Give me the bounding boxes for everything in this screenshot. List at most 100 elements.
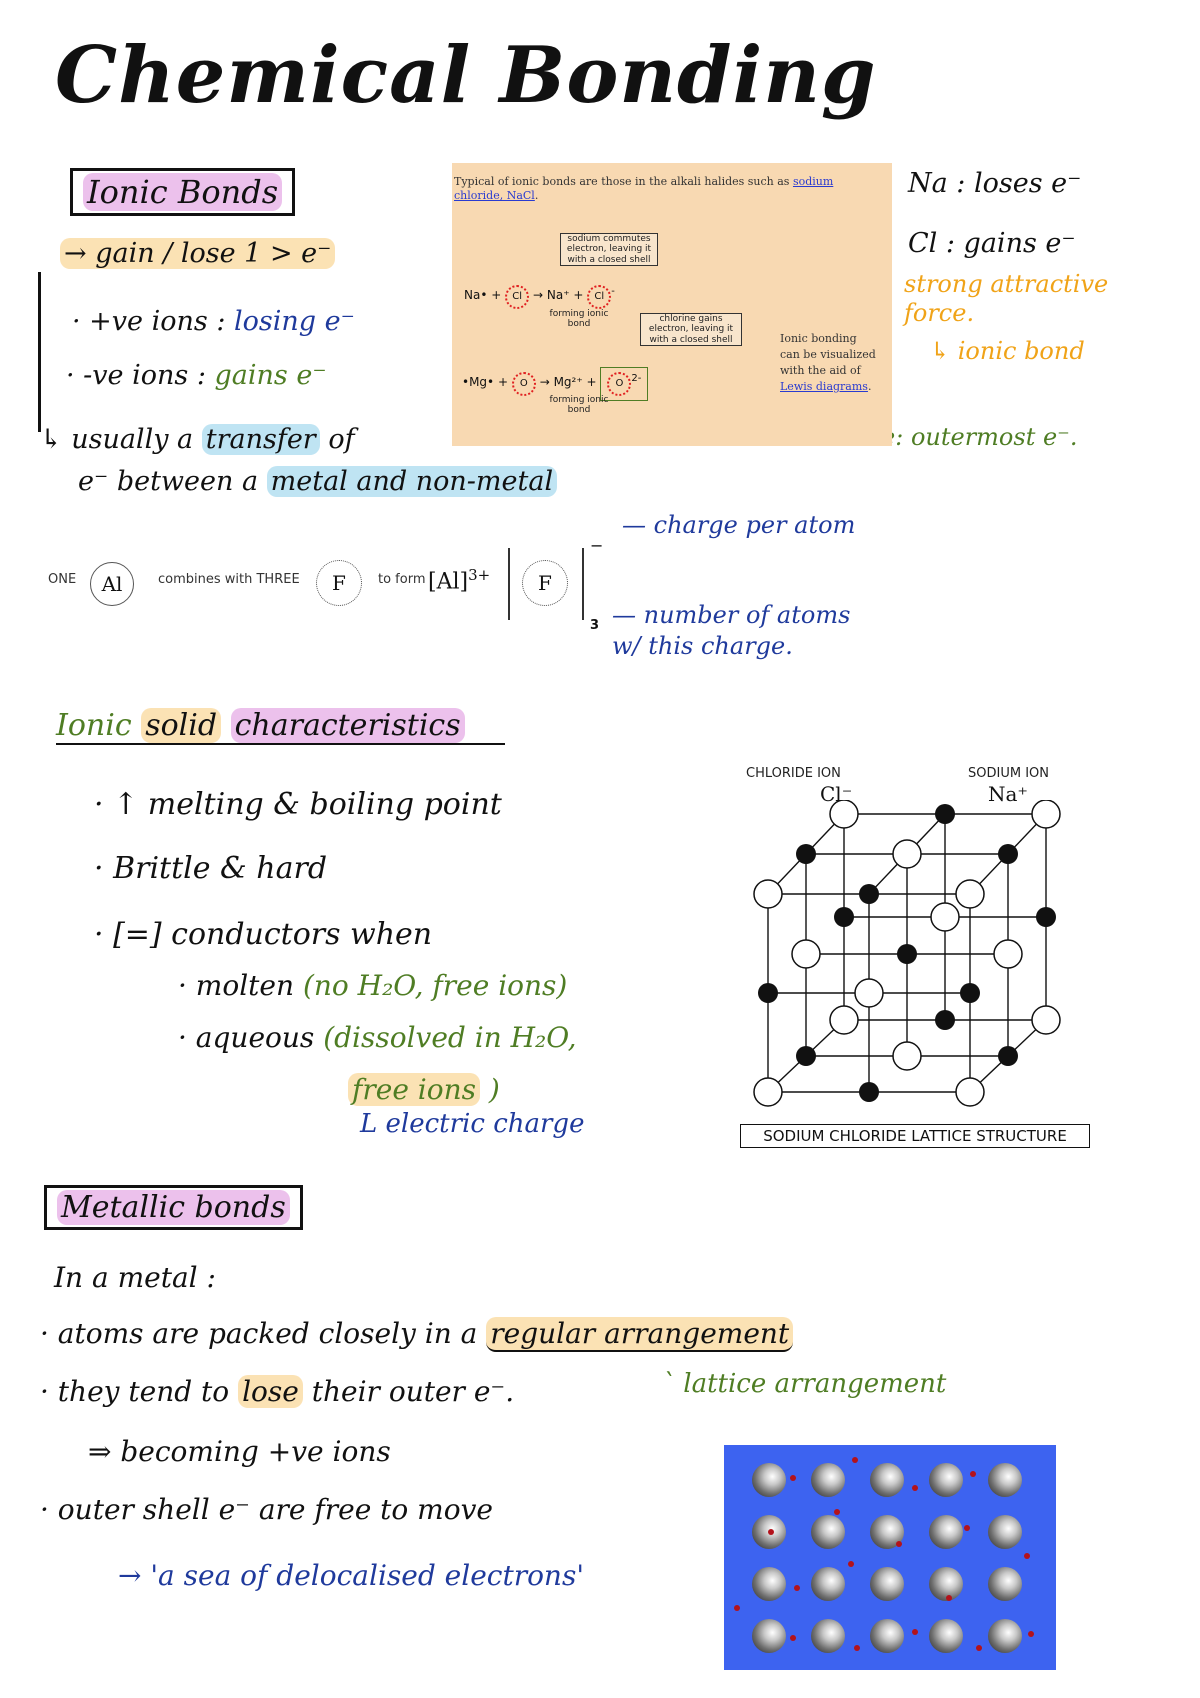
metal-ion bbox=[811, 1567, 845, 1601]
becoming-ions-item: ⇒ becoming +ve ions bbox=[88, 1435, 391, 1468]
in-a-metal: In a metal : bbox=[54, 1261, 216, 1294]
mg-atom: •Mg• bbox=[462, 375, 495, 389]
plus-sign: + bbox=[586, 375, 597, 389]
sodium-note-box: sodium commutes electron, leaving it wit… bbox=[560, 233, 658, 267]
electron bbox=[768, 1529, 774, 1535]
negative-ions-note: · -ve ions : gains e⁻ bbox=[66, 360, 327, 391]
molten-item: · molten (no H₂O, free ions) bbox=[178, 969, 568, 1002]
strong-force-note: strong attractive force. bbox=[904, 270, 1109, 327]
gain-lose-note: → gain / lose 1 > e⁻ bbox=[60, 238, 336, 269]
regular-arrangement: regular arrangement bbox=[486, 1317, 794, 1352]
cl-atom: Cl bbox=[505, 285, 530, 309]
lattice-caption: SODIUM CHLORIDE LATTICE STRUCTURE bbox=[740, 1124, 1090, 1148]
free-ions-text: free ions bbox=[348, 1073, 481, 1106]
metallic-bonds-heading-text: Metallic bonds bbox=[57, 1190, 290, 1225]
nacl-equation: Na• + Cl → Na⁺ + Cl- bbox=[464, 285, 615, 309]
lewis-side-note: Ionic bonding can be visualized with the… bbox=[780, 331, 876, 395]
metal-ion bbox=[929, 1515, 963, 1549]
metal-ion bbox=[929, 1619, 963, 1653]
combines-label: combines with THREE bbox=[158, 572, 300, 587]
charge-per-atom-note: — charge per atom bbox=[622, 511, 856, 539]
electron bbox=[912, 1485, 918, 1491]
al-ion-symbol: [Al] bbox=[428, 569, 469, 595]
electron bbox=[852, 1457, 858, 1463]
negative-ions-prefix: · -ve ions : bbox=[66, 360, 206, 391]
atoms-packed-item: · atoms are packed closely in a regular … bbox=[40, 1317, 794, 1352]
metal-ion bbox=[870, 1567, 904, 1601]
electron bbox=[896, 1541, 902, 1547]
al-ion: [Al]3+ bbox=[428, 566, 490, 594]
metal-ion bbox=[870, 1619, 904, 1653]
lewis-diagrams-link[interactable]: Lewis diagrams bbox=[780, 379, 868, 393]
metal-ion bbox=[811, 1515, 845, 1549]
al-atom: Al bbox=[90, 562, 134, 606]
lose-electrons-prefix: · they tend to bbox=[40, 1375, 230, 1408]
characteristics-word: characteristics bbox=[230, 708, 465, 743]
transfer-suffix: of bbox=[328, 424, 355, 455]
f-ion: F bbox=[522, 560, 568, 606]
between-prefix: e⁻ between a bbox=[78, 466, 259, 497]
metal-ion bbox=[811, 1463, 845, 1497]
electron bbox=[854, 1645, 860, 1651]
bracket-line bbox=[38, 272, 41, 432]
f-ion-bracket: F bbox=[508, 548, 584, 620]
page-title: Chemical Bonding bbox=[55, 30, 877, 121]
ionic-bonds-heading: Ionic Bonds bbox=[70, 168, 296, 216]
lose-word: lose bbox=[238, 1375, 303, 1408]
cl-gains-note: Cl : gains e⁻ bbox=[908, 228, 1076, 259]
plus-sign: + bbox=[497, 375, 509, 389]
forming-ionic-bond-label: forming ionic bond bbox=[549, 309, 609, 330]
metal-ion bbox=[929, 1463, 963, 1497]
lewis-side-end: . bbox=[867, 379, 872, 393]
aqueous-note: (dissolved in H₂O, bbox=[323, 1021, 577, 1054]
metal-ion bbox=[870, 1463, 904, 1497]
lattice-arrangement-note: ` lattice arrangement bbox=[662, 1369, 947, 1399]
lose-electrons-suffix: their outer e⁻. bbox=[311, 1375, 515, 1408]
electron bbox=[964, 1525, 970, 1531]
positive-ions-prefix: · +ve ions : bbox=[72, 306, 226, 337]
number-of-atoms-note: — number of atoms w/ this charge. bbox=[612, 601, 851, 661]
sodium-ion-label: SODIUM ION bbox=[968, 766, 1049, 781]
metallic-lattice-image bbox=[724, 1445, 1056, 1670]
na-loses-note: Na : loses e⁻ bbox=[908, 168, 1082, 199]
chlorine-note-box: chlorine gains electron, leaving it with… bbox=[640, 313, 742, 347]
molten-label: · molten bbox=[178, 969, 295, 1002]
sodium-chloride-link[interactable]: sodium chloride, NaCl bbox=[454, 175, 834, 203]
plus-sign: + bbox=[491, 288, 502, 302]
transfer-word: transfer bbox=[201, 424, 320, 455]
atoms-packed-prefix: · atoms are packed closely in a bbox=[40, 1317, 478, 1350]
chloride-ion-label: CHLORIDE ION bbox=[746, 766, 841, 781]
metallic-bonds-heading: Metallic bonds bbox=[44, 1185, 303, 1230]
electron bbox=[794, 1585, 800, 1591]
cl-ion: Cl bbox=[587, 285, 612, 309]
ionic-bonds-heading-text: Ionic Bonds bbox=[83, 173, 283, 211]
f-atom: F bbox=[316, 560, 362, 606]
between-note: e⁻ between a metal and non-metal bbox=[78, 466, 558, 497]
lewis-side-text: Ionic bonding can be visualized with the… bbox=[780, 332, 876, 377]
melting-point-item: · ↑ melting & boiling point bbox=[94, 787, 502, 822]
metal-ion bbox=[988, 1463, 1022, 1497]
electron bbox=[834, 1509, 840, 1515]
transfer-note: ↳ usually a transfer of bbox=[40, 424, 355, 455]
between-value: metal and non-metal bbox=[266, 466, 558, 497]
panel-intro-text: Typical of ionic bonds are those in the … bbox=[454, 175, 790, 188]
electron bbox=[734, 1605, 740, 1611]
metal-ion bbox=[988, 1619, 1022, 1653]
aqueous-item: · aqueous (dissolved in H₂O, bbox=[178, 1021, 577, 1054]
metal-ion bbox=[752, 1619, 786, 1653]
negative-ions-value: gains e⁻ bbox=[214, 360, 327, 391]
electron bbox=[976, 1645, 982, 1651]
forming-ionic-bond-label-2: forming ionic bond bbox=[549, 395, 609, 416]
o-ion-charge: 2- bbox=[631, 373, 642, 384]
o-ion: O bbox=[607, 372, 632, 396]
molten-note: (no H₂O, free ions) bbox=[302, 969, 568, 1002]
alf-one-label: ONE bbox=[48, 572, 77, 587]
electron bbox=[912, 1629, 918, 1635]
o-atom: O bbox=[511, 372, 536, 396]
mg-ion: Mg²⁺ bbox=[553, 375, 583, 389]
na-ion: Na⁺ bbox=[546, 288, 570, 302]
electron bbox=[848, 1561, 854, 1567]
metal-ion bbox=[752, 1463, 786, 1497]
f-ion-subscript: 3 bbox=[590, 618, 600, 633]
